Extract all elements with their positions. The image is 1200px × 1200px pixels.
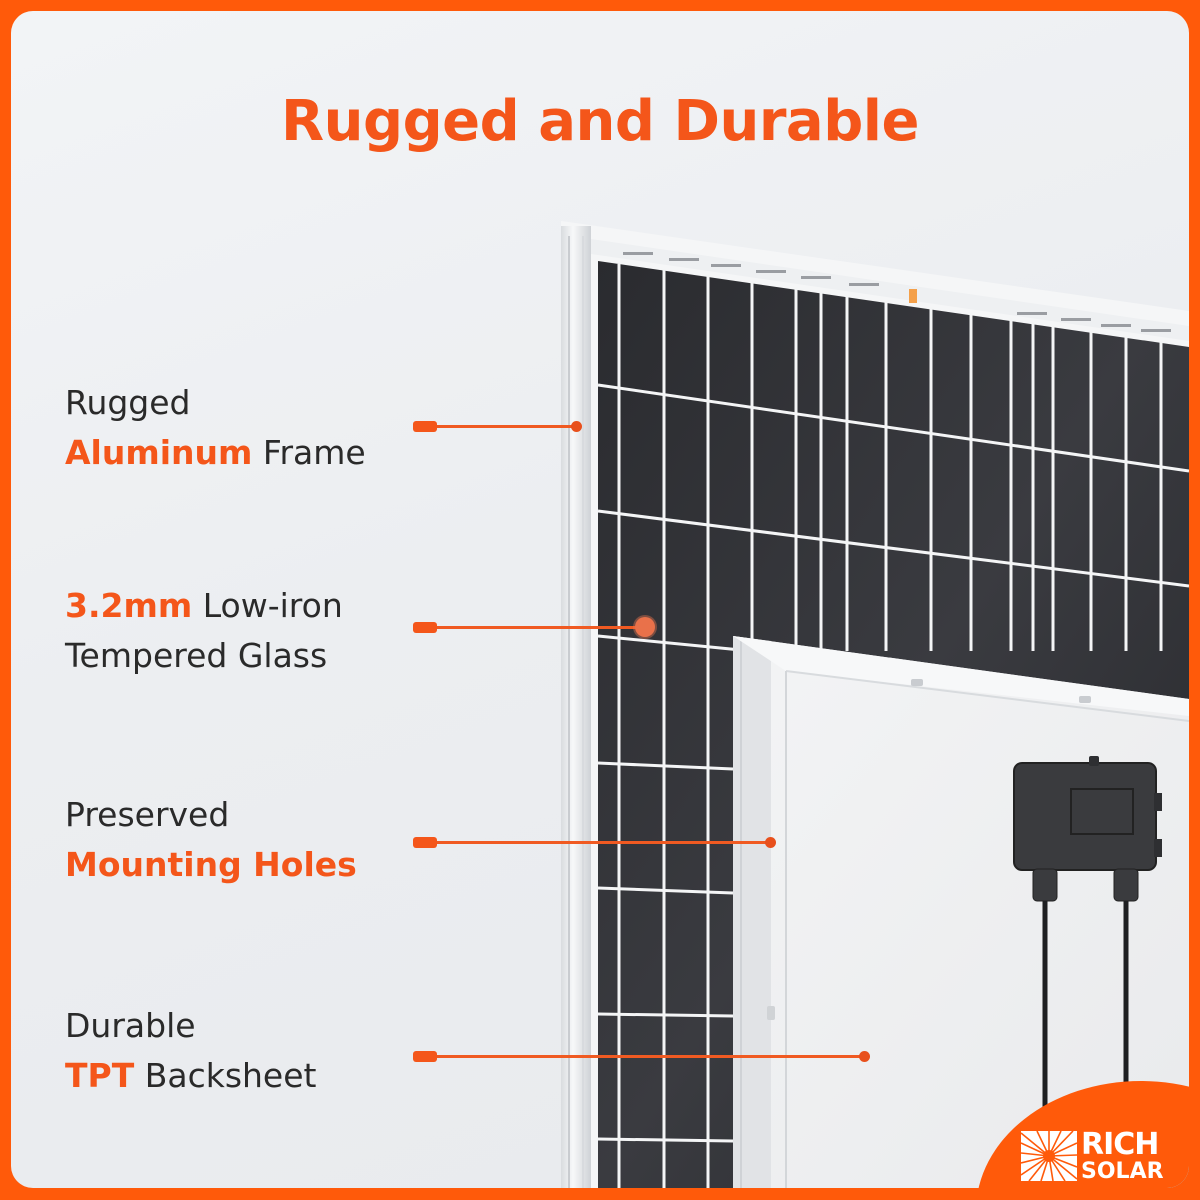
feature-line1-plain: Durable — [65, 1006, 196, 1045]
solar-panel-illustration — [561, 221, 1189, 1188]
sun-rays-icon — [1021, 1131, 1077, 1181]
brand-name-line2: SOLAR — [1081, 1158, 1164, 1184]
connector-plug-icon — [413, 837, 437, 848]
feature-tpt-backsheet: Durable TPT Backsheet — [65, 1001, 316, 1101]
feature-line2-plain: Frame — [252, 433, 366, 472]
feature-highlight: Aluminum — [65, 433, 253, 472]
mounting-hole — [911, 679, 923, 686]
product-card: Rugged and Durable Rugged Aluminum Frame… — [11, 11, 1189, 1188]
mounting-hole — [767, 1006, 775, 1020]
mounting-hole — [1079, 696, 1091, 703]
callout-dot-icon — [765, 837, 776, 848]
feature-line1-plain: Rugged — [65, 383, 191, 422]
feature-line2-plain: Backsheet — [134, 1056, 317, 1095]
connector-plug-icon — [413, 1051, 437, 1062]
feature-highlight: TPT — [65, 1056, 135, 1095]
feature-highlight: Mounting Holes — [65, 845, 357, 884]
brand-name-line1: RICH — [1081, 1126, 1159, 1162]
feature-line1-plain: Low-iron — [192, 586, 343, 625]
callout-leader-frame — [413, 421, 582, 432]
feature-tempered-glass: 3.2mm Low-iron Tempered Glass — [65, 581, 343, 681]
feature-highlight: 3.2mm — [65, 586, 193, 625]
callout-dot-icon — [635, 617, 655, 637]
feature-line1-plain: Preserved — [65, 795, 230, 834]
callout-dot-icon — [859, 1051, 870, 1062]
connector-plug-icon — [413, 622, 437, 633]
connector-plug-icon — [413, 421, 437, 432]
callout-dot-icon — [571, 421, 582, 432]
brand-logo: RICH SOLAR — [1021, 1126, 1189, 1186]
callout-leader-glass — [413, 617, 655, 637]
feature-mounting-holes: Preserved Mounting Holes — [65, 790, 357, 890]
callout-leader-mounting — [413, 837, 776, 848]
callout-leader-backsheet — [413, 1051, 870, 1062]
feature-line2-plain: Tempered Glass — [65, 636, 328, 675]
feature-aluminum-frame: Rugged Aluminum Frame — [65, 378, 366, 478]
page-title: Rugged and Durable — [281, 89, 919, 154]
